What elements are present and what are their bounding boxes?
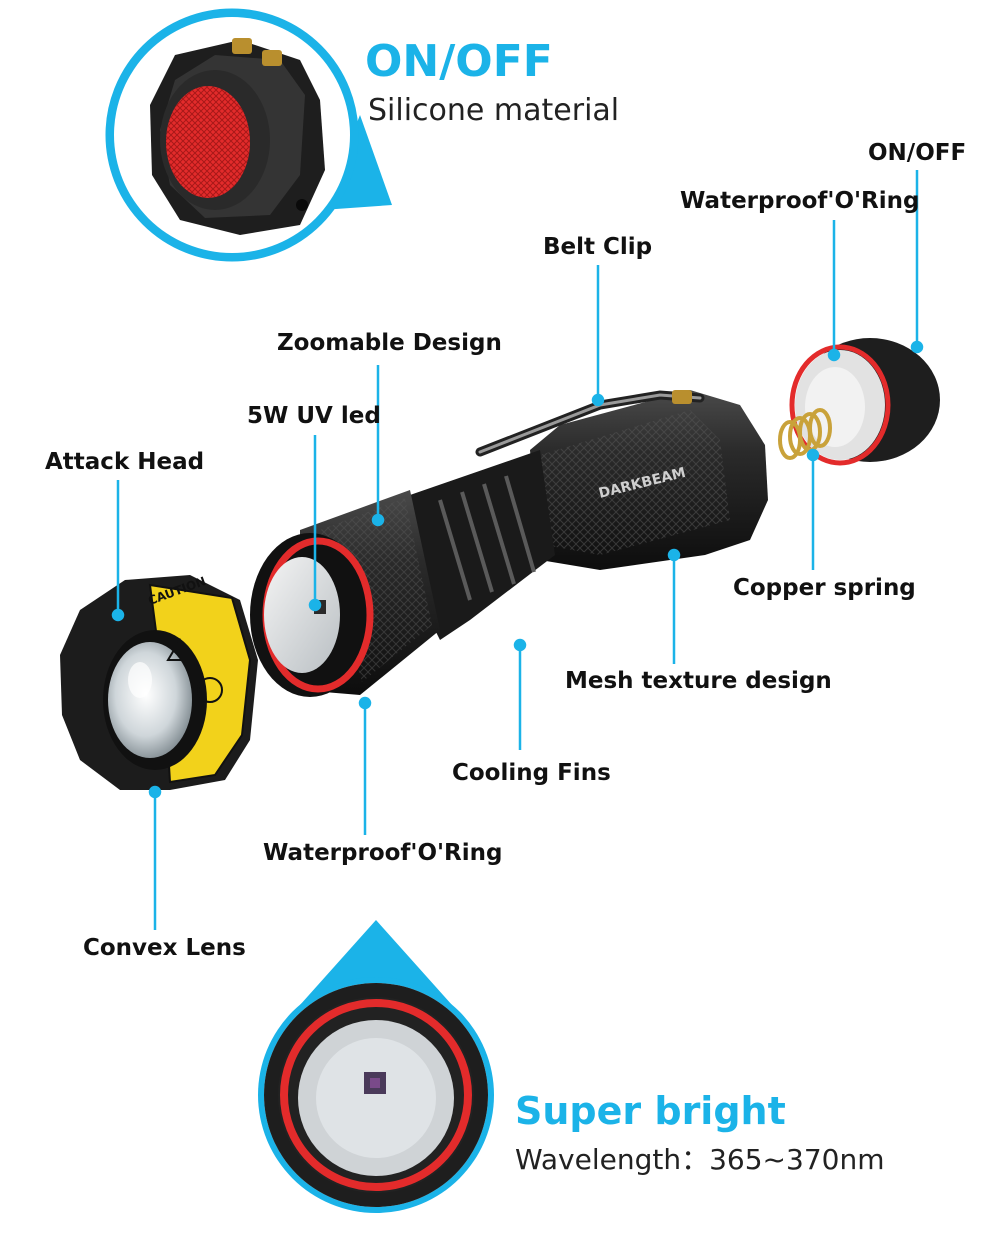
- label-belt-clip: Belt Clip: [543, 234, 653, 260]
- label-waterproof-oring-bottom: Waterproof'O'Ring: [263, 840, 503, 866]
- label-zoomable-design: Zoomable Design: [277, 330, 502, 356]
- label-attack-head: Attack Head: [45, 449, 205, 475]
- flashlight-body: DARKBEAM: [250, 390, 768, 697]
- bright-callout-title: Super bright: [515, 1089, 786, 1133]
- label-waterproof-oring-top: Waterproof'O'Ring: [680, 188, 920, 214]
- attack-head-part: CAUTION: [60, 574, 258, 790]
- label-uv-led: 5W UV led: [247, 403, 381, 429]
- label-mesh-texture: Mesh texture design: [565, 668, 832, 694]
- label-copper-spring: Copper spring: [733, 575, 916, 601]
- pointer-lines: [111, 170, 924, 930]
- switch-callout-title: ON/OFF: [365, 36, 553, 87]
- bright-closeup-bubble: [258, 920, 494, 1213]
- tail-cap-part: [778, 338, 940, 466]
- switch-closeup-bubble: [105, 8, 392, 262]
- bright-callout-subtitle: Wavelength：365~370nm: [515, 1143, 885, 1176]
- label-convex-lens: Convex Lens: [83, 935, 246, 961]
- switch-callout-subtitle: Silicone material: [368, 93, 620, 128]
- label-on-off: ON/OFF: [868, 140, 967, 166]
- label-cooling-fins: Cooling Fins: [452, 760, 611, 786]
